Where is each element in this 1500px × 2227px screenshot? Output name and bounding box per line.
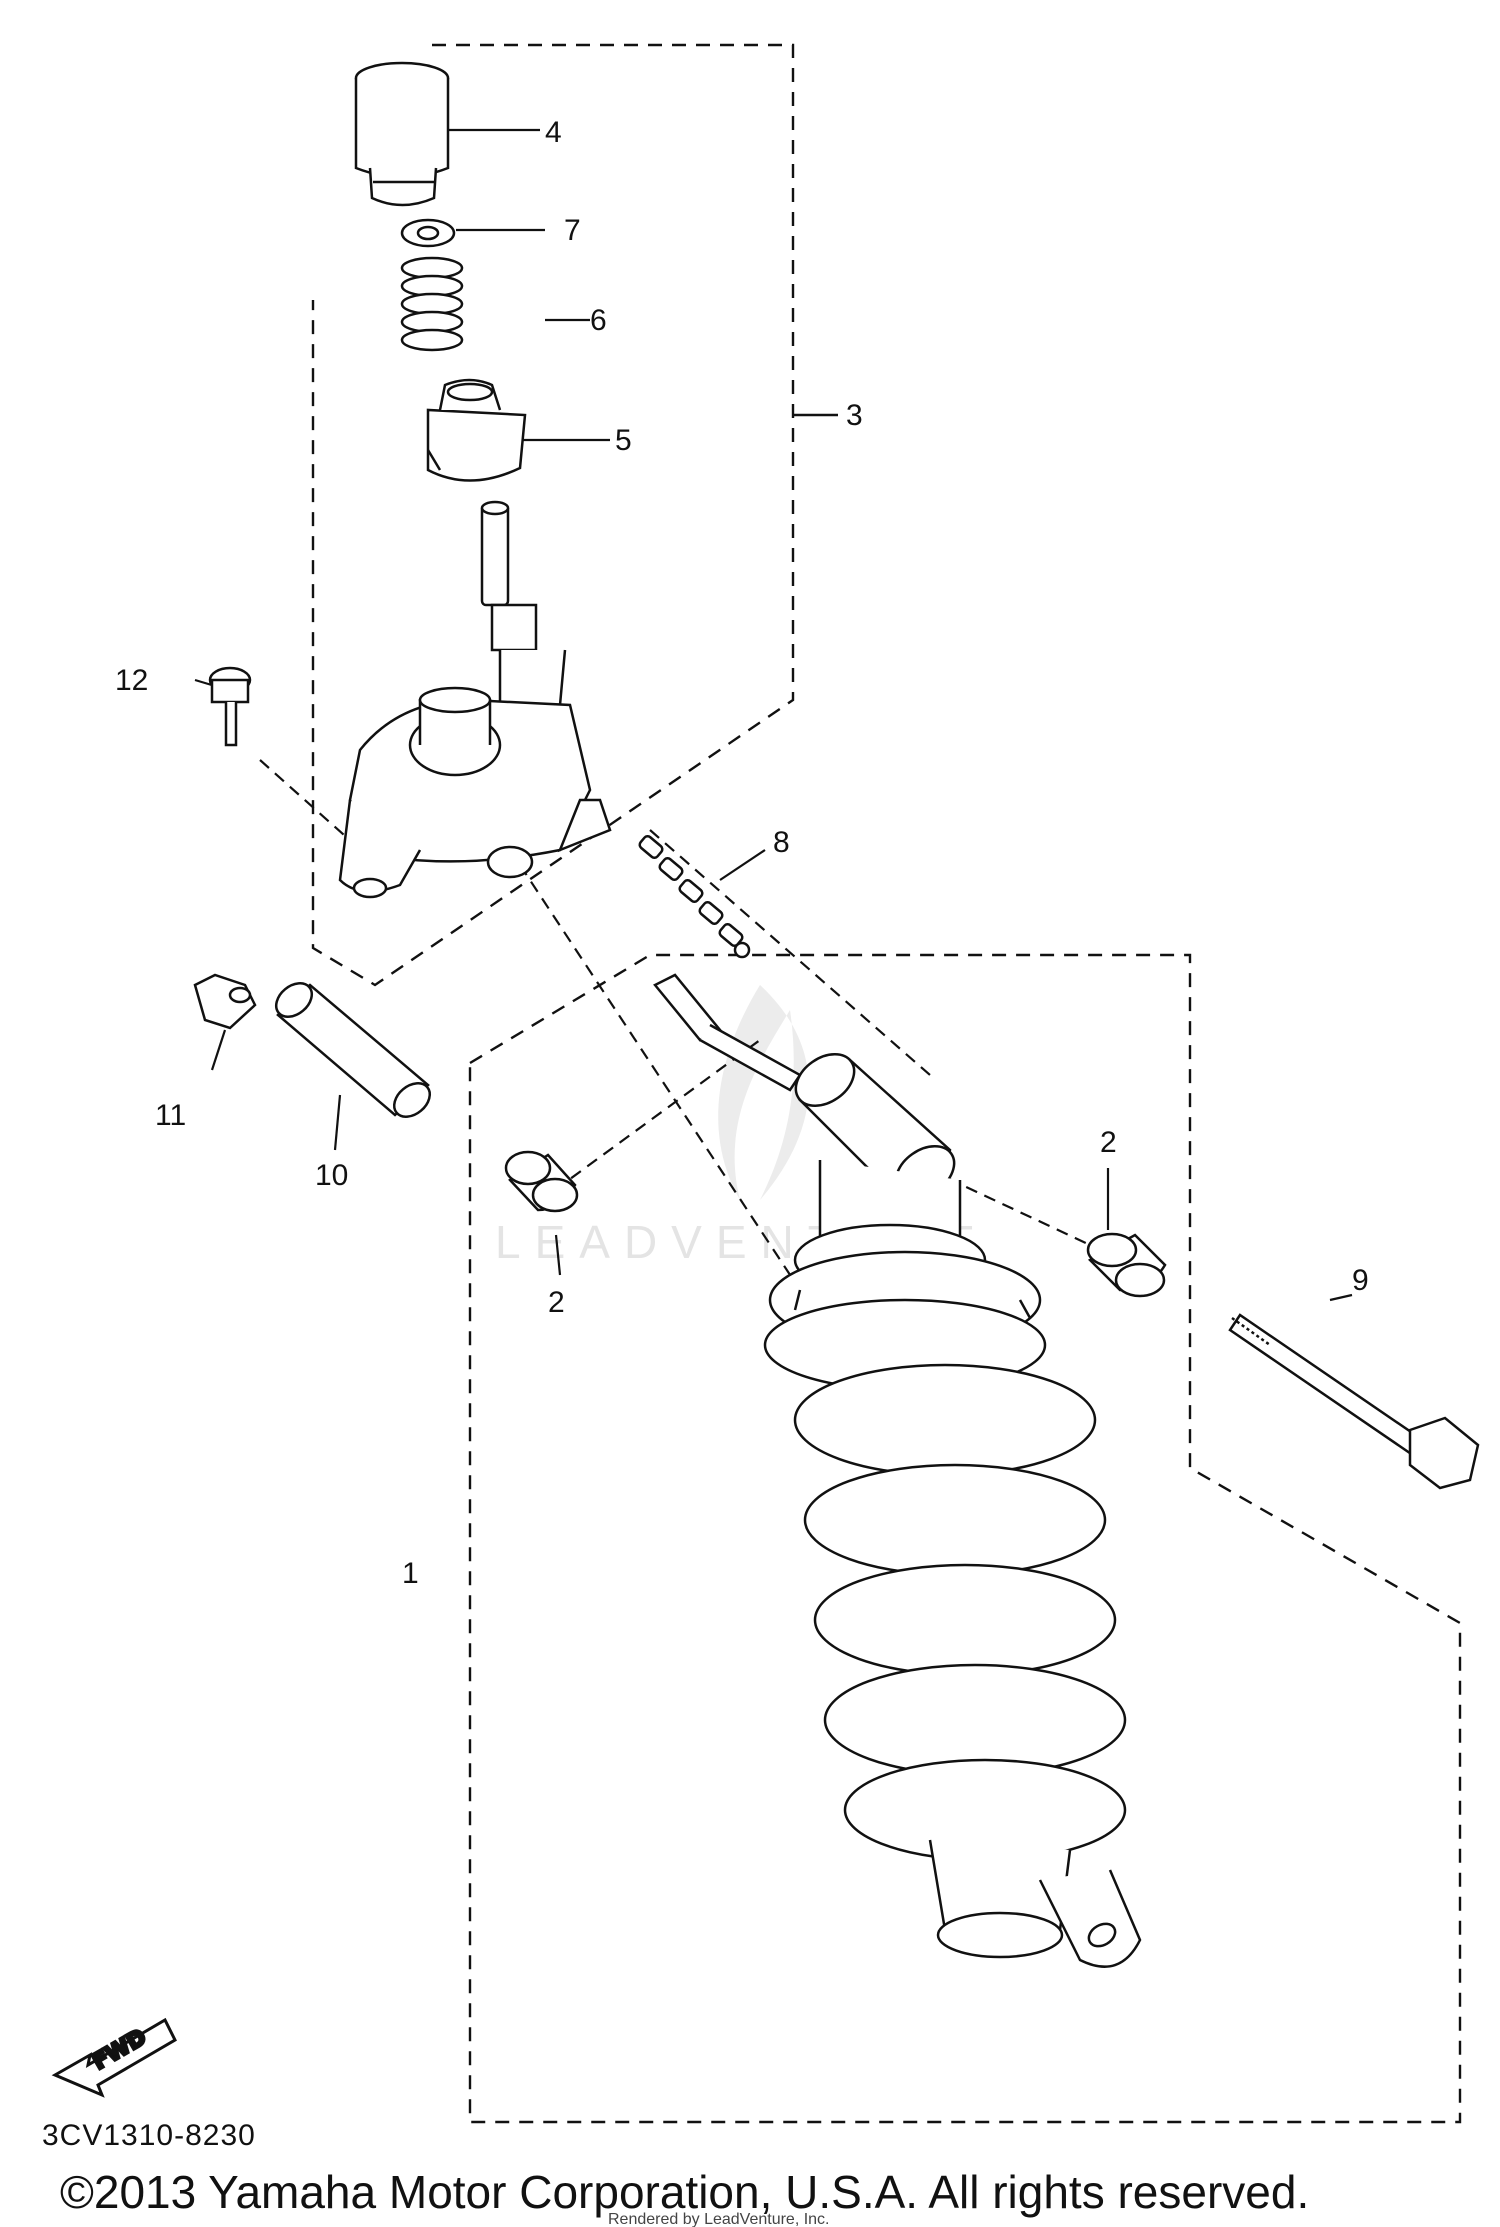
part-12-bolt (208, 666, 252, 747)
part-1-shock (653, 973, 1142, 1968)
callout-9: 9 (1352, 1264, 1369, 1297)
callout-1: 1 (402, 1557, 419, 1590)
part-2-collar-left (504, 1150, 579, 1213)
callout-10: 10 (315, 1159, 348, 1192)
callouts: 1 2 2 3 4 5 6 7 8 9 10 11 12 (115, 116, 1369, 1590)
part-5-knob (426, 378, 527, 482)
part-9-bolt (1228, 1313, 1480, 1490)
callout-5: 5 (615, 424, 632, 457)
copyright-notice: ©2013 Yamaha Motor Corporation, U.S.A. A… (60, 2166, 1309, 2218)
part-11-bolt (193, 973, 257, 1030)
adjuster-body (338, 500, 612, 899)
leader-lines (194, 128, 1353, 1302)
rendered-by-notice: Rendered by LeadVenture, Inc. (608, 2211, 830, 2227)
callout-7: 7 (564, 214, 581, 247)
callout-11: 11 (155, 1099, 186, 1132)
part-6-spring (400, 256, 464, 352)
callout-12: 12 (115, 664, 148, 697)
callout-2-right: 2 (1100, 1126, 1117, 1159)
callout-6: 6 (590, 304, 607, 337)
callout-2-left: 2 (548, 1286, 565, 1319)
callout-3: 3 (846, 399, 863, 432)
part-4-cap (354, 61, 450, 207)
part-8-chain (638, 834, 751, 959)
diagram-code: 3CV1310-8230 (42, 2119, 256, 2152)
part-10-tube (274, 982, 432, 1118)
fwd-arrow-icon: FWD (51, 2017, 177, 2098)
callout-8: 8 (773, 826, 790, 859)
part-7-nut (400, 218, 456, 248)
group-outline-adjuster (311, 43, 795, 987)
callout-4: 4 (545, 116, 562, 149)
part-2-collar-right (1086, 1232, 1167, 1298)
